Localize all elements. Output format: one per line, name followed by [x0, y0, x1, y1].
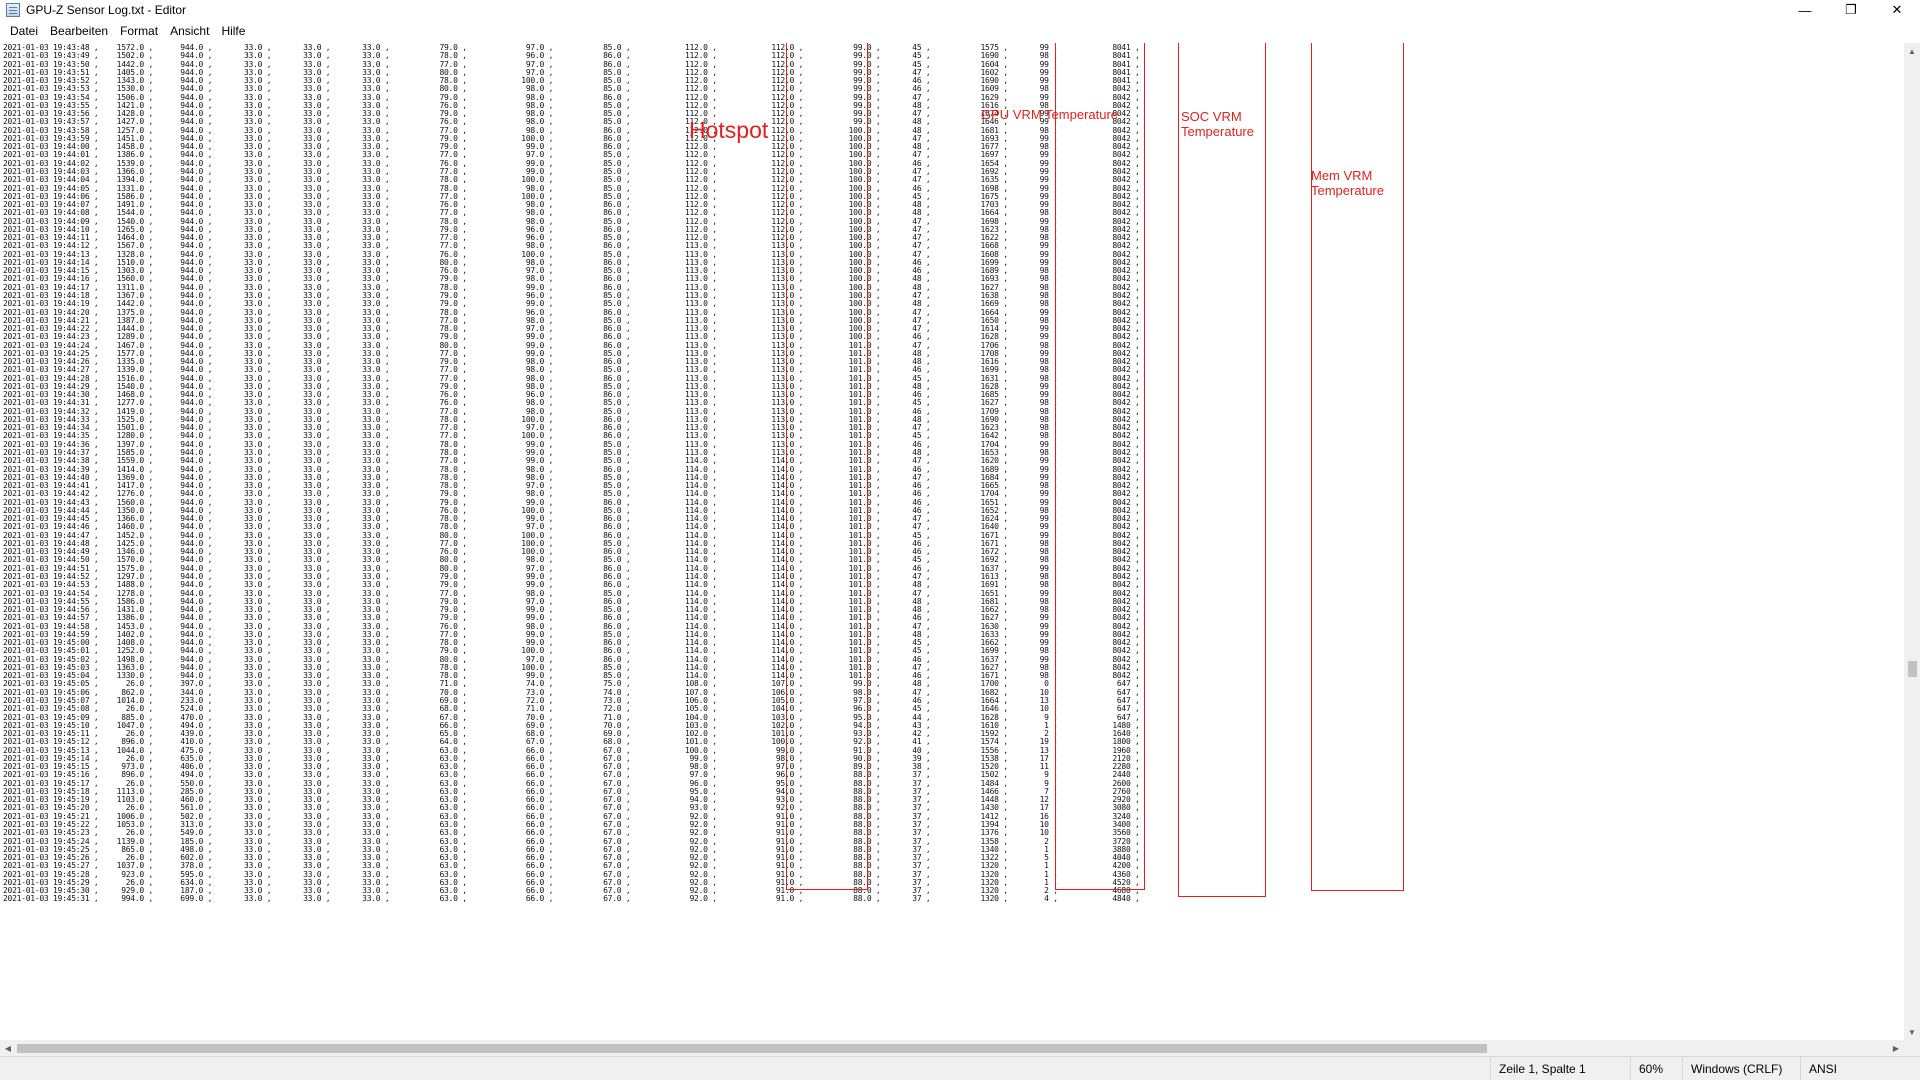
horizontal-scrollbar[interactable]: ◀ ▶	[0, 1040, 1904, 1056]
scroll-down-icon[interactable]: ▼	[1908, 1027, 1916, 1037]
menu-hilfe[interactable]: Hilfe	[221, 24, 246, 38]
status-bar: Zeile 1, Spalte 1 60% Windows (CRLF) ANS…	[0, 1056, 1920, 1080]
menu-bar: Datei Bearbeiten Format Ansicht Hilfe	[0, 20, 1920, 42]
close-button[interactable]: ✕	[1891, 2, 1903, 17]
menu-bearbeiten[interactable]: Bearbeiten	[50, 24, 109, 38]
vertical-scrollbar[interactable]: ▲ ▼	[1904, 43, 1920, 1040]
zoom-level: 60%	[1630, 1057, 1682, 1080]
horizontal-scroll-thumb[interactable]	[17, 1044, 1487, 1053]
vertical-scroll-thumb[interactable]	[1908, 661, 1917, 677]
menu-ansicht[interactable]: Ansicht	[170, 24, 210, 38]
window-controls: — ❐ ✕	[1782, 0, 1920, 20]
window-title: GPU-Z Sensor Log.txt - Editor	[26, 3, 187, 17]
minimize-button[interactable]: —	[1798, 2, 1812, 18]
maximize-button[interactable]: ❐	[1845, 2, 1857, 17]
line-ending: Windows (CRLF)	[1682, 1057, 1800, 1080]
log-text[interactable]: 2021-01-03 19:43:48 , 1572.0 , 944.0 , 3…	[3, 43, 1140, 904]
scroll-left-icon[interactable]: ◀	[4, 1043, 12, 1053]
encoding: ANSI	[1800, 1057, 1920, 1080]
menu-datei[interactable]: Datei	[10, 24, 39, 38]
title-bar: GPU-Z Sensor Log.txt - Editor — ❐ ✕	[0, 0, 1920, 20]
text-editor[interactable]: 2021-01-03 19:43:48 , 1572.0 , 944.0 , 3…	[0, 43, 1904, 1040]
scroll-right-icon[interactable]: ▶	[1892, 1043, 1900, 1053]
notepad-icon	[6, 3, 20, 17]
menu-format[interactable]: Format	[120, 24, 159, 38]
scroll-up-icon[interactable]: ▲	[1908, 46, 1916, 56]
scrollbar-corner	[1904, 1040, 1920, 1056]
cursor-position: Zeile 1, Spalte 1	[1490, 1057, 1630, 1080]
